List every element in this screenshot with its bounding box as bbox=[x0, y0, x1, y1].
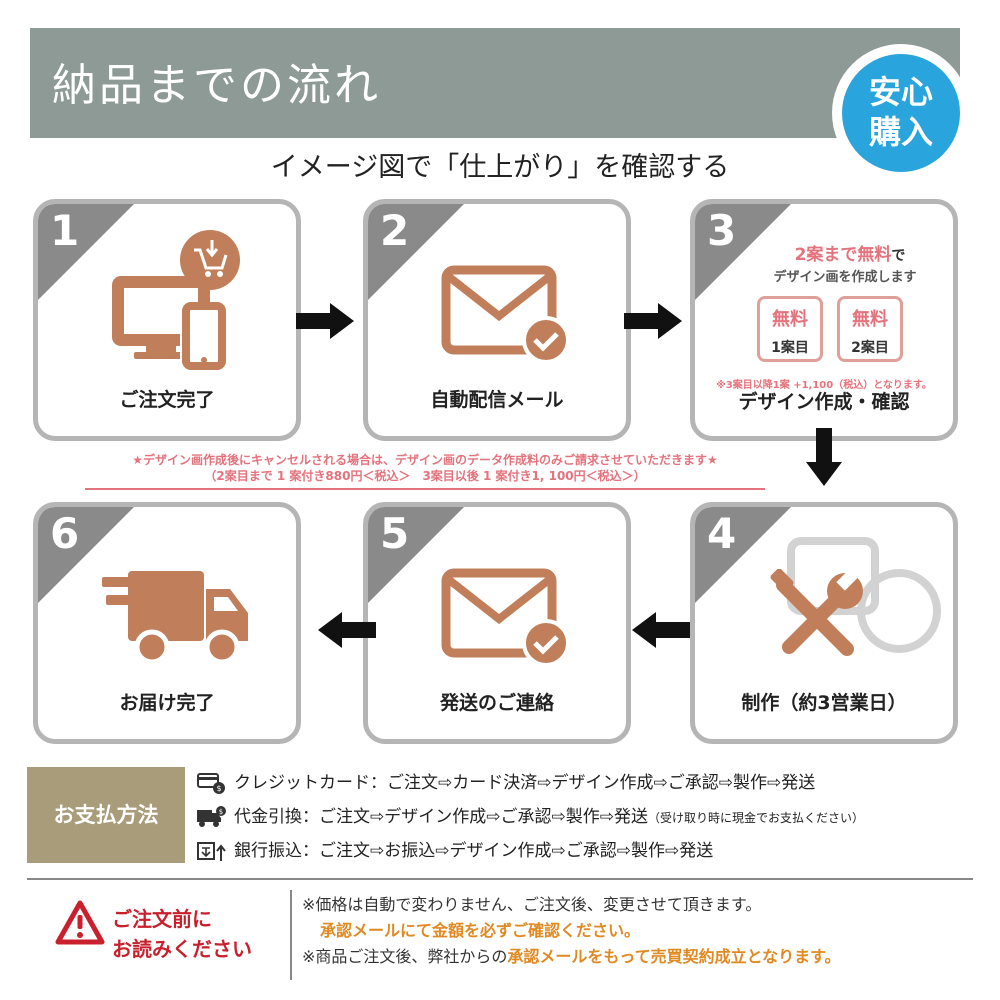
step-label: 発送のご連絡 bbox=[439, 692, 554, 714]
step-card-2: 2 自動配信メール bbox=[363, 199, 631, 441]
step-card-5: 5 発送のご連絡 bbox=[363, 502, 631, 744]
free-suffix: で bbox=[891, 248, 906, 264]
badge-line1: 安心 bbox=[868, 73, 933, 111]
step-number: 5 bbox=[380, 509, 410, 558]
wrench-screwdriver-icon bbox=[770, 569, 863, 656]
arrow-down-icon bbox=[806, 428, 842, 486]
warning-title-line2: お読みください bbox=[112, 937, 252, 961]
extra-design-fee-note: ※3案目以降1案 +1,100（税込）となります。 bbox=[716, 380, 932, 391]
cancel-fee-note: ★デザイン画作成後にキャンセルされる場合は、デザイン画のデータ作成料のみご請求さ… bbox=[80, 452, 770, 484]
step-number: 3 bbox=[707, 206, 737, 255]
step-label: デザイン作成・確認 bbox=[738, 391, 910, 413]
warning-note-3: ※商品ご注文後、弊社からの承認メールをもって売買契約成立となります。 bbox=[302, 944, 841, 970]
mini-bottom: 1案目 bbox=[771, 340, 809, 356]
free-plan-2-box: 無料 2案目 bbox=[837, 296, 903, 362]
cancel-note-underline bbox=[85, 488, 765, 490]
subtitle: イメージ図で「仕上がり」を確認する bbox=[270, 152, 730, 183]
cancel-note-line2: （2案目まで 1 案付き880円＜税込＞ 3案目以後 1 案付き1, 100円＜… bbox=[204, 469, 646, 483]
page-title: 納品までの流れ bbox=[52, 60, 381, 111]
warning-note-1: ※価格は自動で変わりません、ご注文後、変更させて頂きます。 bbox=[302, 895, 762, 914]
section-divider bbox=[27, 878, 973, 880]
payment-row-cod: $ 代金引換：ご注文⇨デザイン作成⇨ご承認⇨製作⇨発送（受け取り時に現金でお支払… bbox=[196, 802, 864, 829]
step-label: お届け完了 bbox=[119, 692, 215, 714]
credit-card-icon: $ bbox=[197, 773, 225, 794]
badge-line2: 購入 bbox=[868, 113, 933, 151]
warning-triangle-icon bbox=[55, 900, 105, 945]
step-card-3: 3 2案まで無料で デザイン画を作成します 無料 1案目 無料 2案目 ※3案目… bbox=[690, 199, 958, 441]
payment-row-text: 銀行振込：ご注文⇨お振込⇨デザイン作成⇨ご承認⇨製作⇨発送 bbox=[234, 841, 714, 861]
step-corner bbox=[38, 507, 136, 605]
mini-bottom: 2案目 bbox=[851, 340, 889, 356]
step-number: 6 bbox=[50, 509, 80, 558]
step-label: ご注文完了 bbox=[119, 389, 215, 411]
payment-row-bank: 銀行振込：ご注文⇨お振込⇨デザイン作成⇨ご承認⇨製作⇨発送 bbox=[196, 836, 713, 863]
warning-notes: ※価格は自動で変わりません、ご注文後、変更させて頂きます。 承認メールにて金額を… bbox=[302, 892, 841, 970]
payment-method-label: お支払方法 bbox=[27, 767, 185, 863]
svg-text:$: $ bbox=[216, 784, 221, 793]
free-design-heading: 2案まで無料で bbox=[745, 240, 953, 265]
payment-row-small: （受け取り時に現金でお支払ください） bbox=[647, 811, 864, 825]
warning-note-3-highlight: 承認メールをもって売買契約成立となります。 bbox=[507, 947, 841, 966]
step-card-1: 1 ご注文完了 bbox=[33, 199, 301, 441]
arrow-right-icon bbox=[296, 303, 354, 339]
computer-phone-cart-icon bbox=[112, 230, 240, 370]
step-card-6: 6 お届け完了 bbox=[33, 502, 301, 744]
step-corner bbox=[695, 204, 793, 302]
payment-row-text: クレジットカード：ご注文⇨カード決済⇨デザイン作成⇨ご承認⇨製作⇨発送 bbox=[234, 773, 816, 793]
arrow-left-icon bbox=[632, 612, 690, 648]
step-label: 制作（約3営業日） bbox=[741, 692, 907, 714]
mini-top: 無料 bbox=[852, 309, 888, 330]
payment-row-credit: $ クレジットカード：ご注文⇨カード決済⇨デザイン作成⇨ご承認⇨製作⇨発送 bbox=[196, 768, 815, 795]
mail-check-icon bbox=[441, 265, 570, 364]
mail-check-icon bbox=[441, 568, 570, 667]
delivery-truck-icon: $ bbox=[197, 806, 226, 827]
svg-text:$: $ bbox=[219, 808, 223, 816]
warning-divider bbox=[290, 890, 292, 980]
step-corner bbox=[695, 507, 793, 605]
warning-note-2: 承認メールにて金額を必ずご確認ください。 bbox=[320, 921, 641, 940]
step-card-4: 4 制作（約3営業日） bbox=[690, 502, 958, 744]
step-number: 4 bbox=[707, 509, 737, 558]
step-number: 1 bbox=[50, 206, 80, 255]
delivery-truck-icon bbox=[102, 571, 248, 665]
free-plan-1-box: 無料 1案目 bbox=[757, 296, 823, 362]
bank-transfer-icon bbox=[197, 842, 226, 861]
header-bar bbox=[30, 28, 960, 138]
warning-title-line1: ご注文前に bbox=[112, 907, 212, 931]
mini-top: 無料 bbox=[772, 309, 808, 330]
arrow-right-icon bbox=[624, 303, 682, 339]
payment-row-text: 代金引換：ご注文⇨デザイン作成⇨ご承認⇨製作⇨発送 bbox=[234, 807, 648, 827]
step-label: 自動配信メール bbox=[430, 389, 564, 411]
warning-note-3-prefix: ※商品ご注文後、弊社からの bbox=[302, 947, 508, 966]
cancel-note-line1: ★デザイン画作成後にキャンセルされる場合は、デザイン画のデータ作成料のみご請求さ… bbox=[132, 453, 718, 467]
safe-purchase-badge: 安心 購入 bbox=[832, 44, 970, 182]
step-number: 2 bbox=[380, 206, 410, 255]
free-highlight: 2案まで無料 bbox=[794, 245, 892, 265]
arrow-left-icon bbox=[318, 612, 376, 648]
warning-title: ご注文前に お読みください bbox=[112, 904, 252, 964]
free-design-sub: デザイン画を作成します bbox=[773, 270, 917, 285]
